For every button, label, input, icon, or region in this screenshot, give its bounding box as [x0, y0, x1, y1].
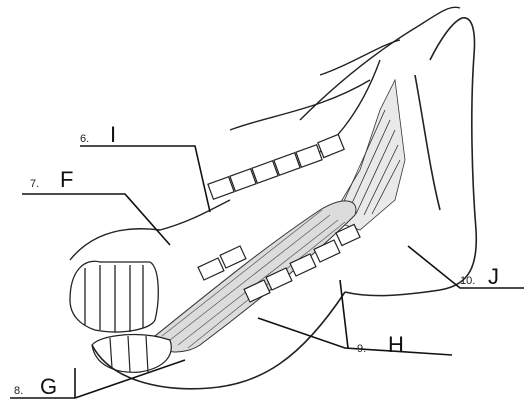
label-F-number: 7.: [30, 178, 39, 190]
label-I-letter: I: [110, 122, 116, 147]
label-G-number: 8.: [14, 385, 23, 397]
label-H-number: 9.: [357, 343, 366, 355]
label-J-number: 10.: [460, 275, 475, 287]
label-H-letter: H: [388, 332, 404, 357]
label-J-letter: J: [488, 264, 499, 289]
label-I-number: 6.: [80, 133, 89, 145]
label-G-letter: G: [40, 374, 57, 399]
label-F-letter: F: [60, 167, 73, 192]
upper-incisors: [70, 261, 158, 332]
